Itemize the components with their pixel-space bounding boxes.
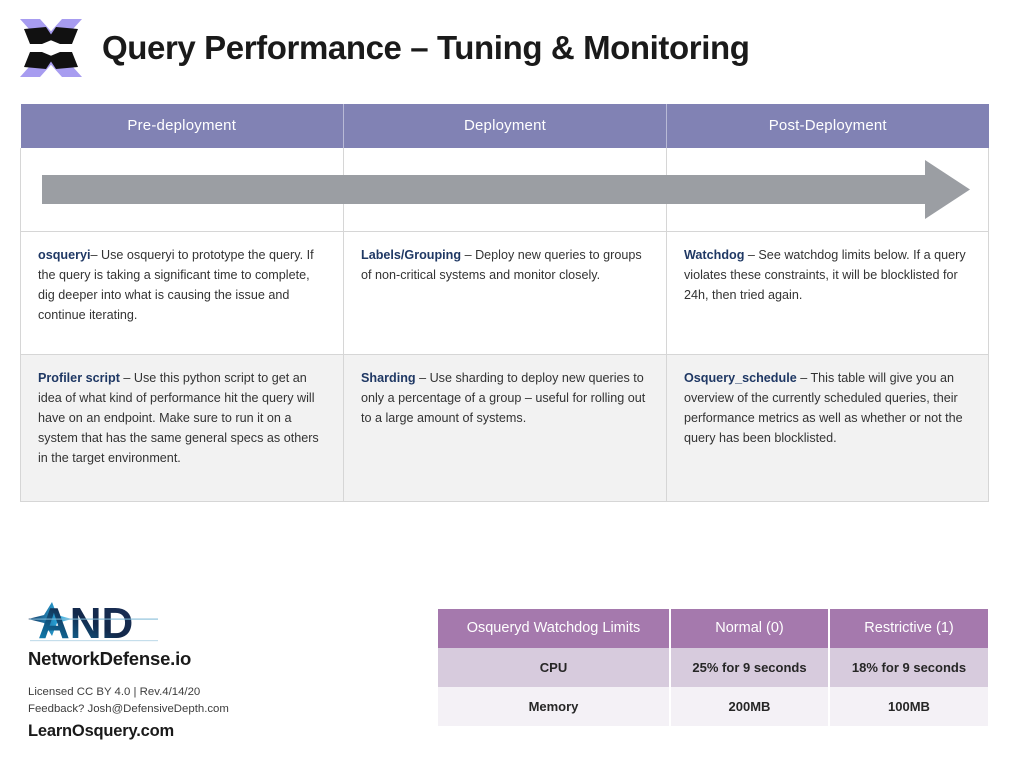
license-block: Licensed CC BY 4.0 | Rev.4/14/20 Feedbac… [28, 684, 288, 719]
matrix-cell-watchdog: Watchdog – See watchdog limits below. If… [666, 231, 989, 355]
matrix-column-header-deployment: Deployment [343, 104, 667, 148]
watchdog-cell-normal: 25% for 9 seconds [670, 648, 830, 687]
watchdog-column-header-normal: Normal (0) [670, 609, 830, 648]
matrix-cell-term: osqueryi [38, 248, 91, 262]
matrix-cell-term: Sharding [361, 371, 416, 385]
matrix-cell-osqueryi: osqueryi– Use osqueryi to prototype the … [20, 231, 344, 355]
matrix-cell-body: – See watchdog limits below. If a query … [684, 248, 966, 302]
matrix-cell-term: Profiler script [38, 371, 120, 385]
watchdog-cell-metric: Memory [438, 687, 671, 726]
osquery-pinwheel-logo-icon [20, 19, 82, 77]
matrix-cell-body: – Deploy new queries to groups of non-cr… [361, 248, 642, 282]
matrix-cell-term: Labels/Grouping [361, 248, 462, 262]
matrix-cell-osquery-schedule: Osquery_schedule – This table will give … [666, 354, 989, 502]
slide-header: Query Performance – Tuning & Monitoring [0, 0, 1018, 96]
learnosquery-site-name: LearnOsquery.com [28, 721, 174, 740]
matrix-cell-term: Osquery_schedule [684, 371, 797, 385]
watchdog-limits-table: Osqueryd Watchdog Limits Normal (0) Rest… [438, 609, 988, 726]
feedback-line: Feedback? Josh@DefensiveDepth.com [28, 703, 229, 716]
arrow-cell-2 [343, 148, 667, 232]
watchdog-cell-restrictive: 18% for 9 seconds [829, 648, 988, 687]
arrow-cell-3 [666, 148, 989, 232]
matrix-content-row: Profiler script – Use this python script… [20, 354, 989, 502]
matrix-cell-body: – This table will give you an overview o… [684, 371, 963, 445]
arrow-cell-1 [20, 148, 344, 232]
watchdog-column-header-restrictive: Restrictive (1) [829, 609, 988, 648]
license-line: Licensed CC BY 4.0 | Rev.4/14/20 [28, 686, 201, 698]
matrix-cell-term: Watchdog [684, 248, 745, 262]
page-title: Query Performance – Tuning & Monitoring [102, 29, 750, 66]
watchdog-cell-restrictive: 100MB [829, 687, 988, 726]
branding-block: AND NetworkDefense.io Licensed CC BY 4.0… [28, 598, 288, 741]
deployment-matrix-table: Pre-deployment Deployment Post-Deploymen… [20, 104, 989, 502]
watchdog-cell-normal: 200MB [670, 687, 830, 726]
networkdefense-site-name: NetworkDefense.io [28, 648, 192, 669]
matrix-cell-body: – Use this python script to get an idea … [38, 371, 319, 465]
svg-text:AND: AND [38, 599, 133, 644]
matrix-cell-sharding: Sharding – Use sharding to deploy new qu… [343, 354, 667, 502]
matrix-arrow-row [20, 148, 989, 232]
watchdog-cell-metric: CPU [438, 648, 671, 687]
matrix-column-header-pre-deployment: Pre-deployment [20, 104, 344, 148]
matrix-cell-body: – Use osqueryi to prototype the query. I… [38, 248, 314, 322]
matrix-header-row: Pre-deployment Deployment Post-Deploymen… [20, 104, 989, 148]
matrix-cell-body: – Use sharding to deploy new queries to … [361, 371, 646, 425]
matrix-column-header-post-deployment: Post-Deployment [666, 104, 989, 148]
watchdog-column-header-limits: Osqueryd Watchdog Limits [438, 609, 671, 648]
matrix-cell-profiler-script: Profiler script – Use this python script… [20, 354, 344, 502]
matrix-cell-labels-grouping: Labels/Grouping – Deploy new queries to … [343, 231, 667, 355]
watchdog-header-row: Osqueryd Watchdog Limits Normal (0) Rest… [438, 609, 988, 648]
and-networkdefense-logo-icon: AND [28, 599, 158, 644]
watchdog-row-cpu: CPU 25% for 9 seconds 18% for 9 seconds [438, 648, 988, 687]
watchdog-row-memory: Memory 200MB 100MB [438, 687, 988, 726]
matrix-content-row: osqueryi– Use osqueryi to prototype the … [20, 231, 989, 355]
